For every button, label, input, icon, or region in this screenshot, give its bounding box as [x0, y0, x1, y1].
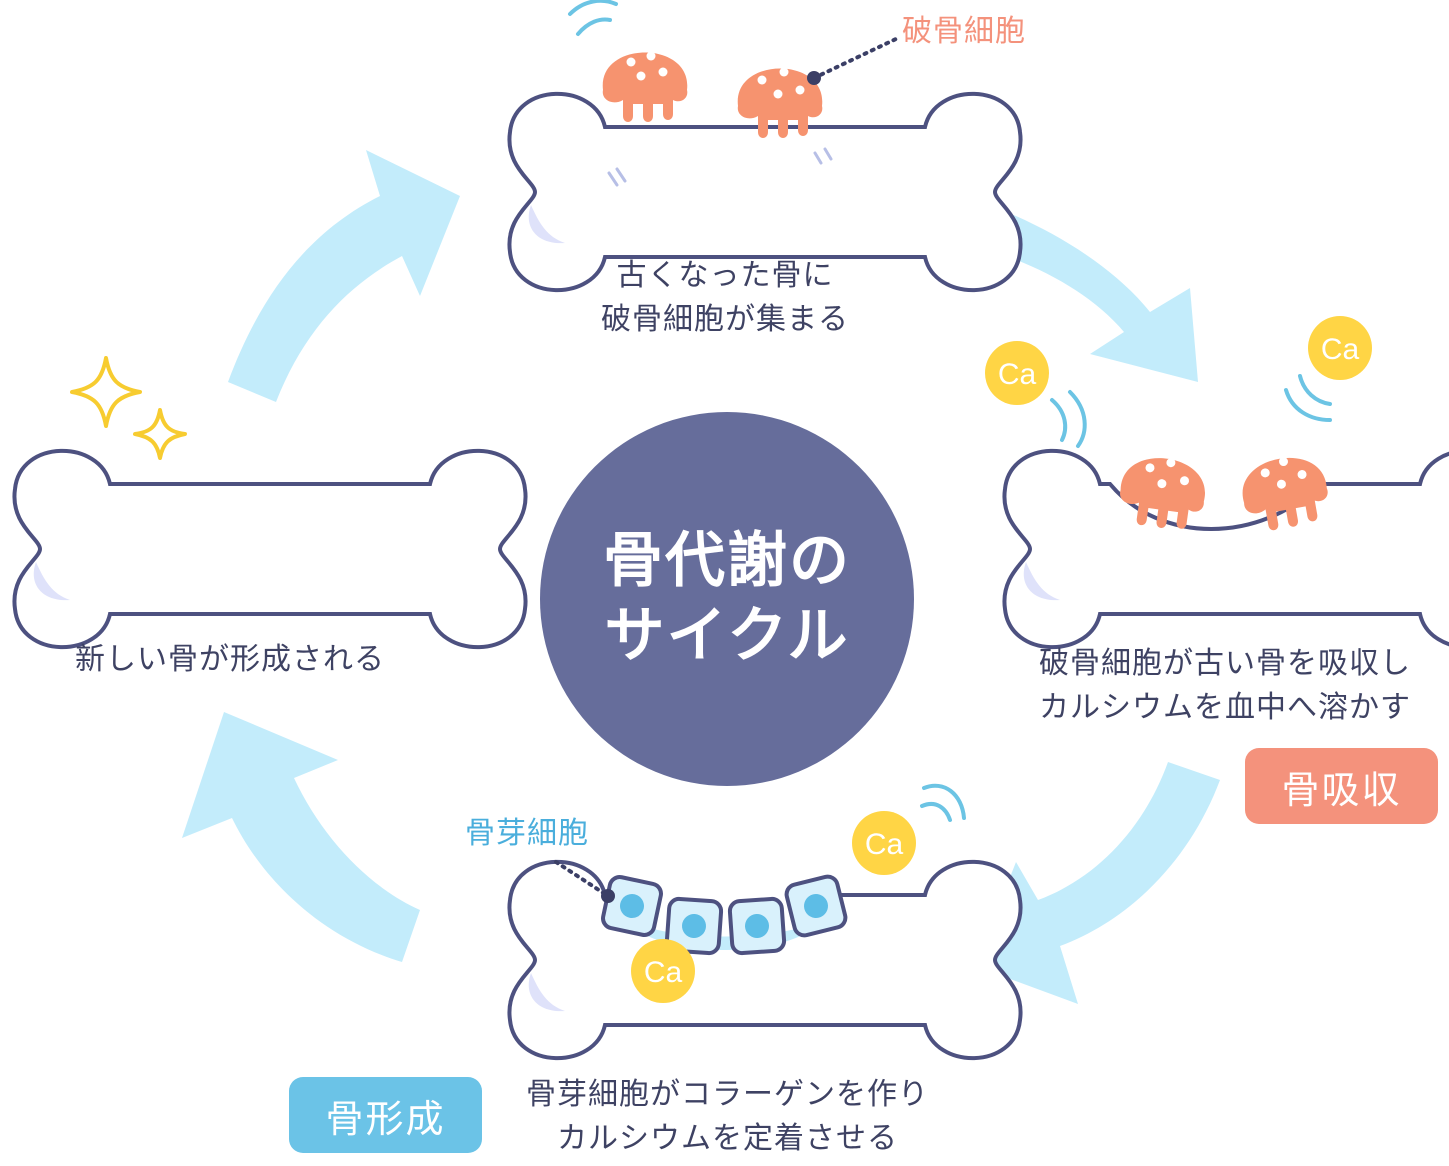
- caption-right: 破骨細胞が古い骨を吸収し カルシウムを血中へ溶かす: [1005, 642, 1445, 729]
- sparkle-icon-large: [70, 356, 142, 428]
- caption-right-line1: 破骨細胞が古い骨を吸収し: [1039, 646, 1411, 681]
- svg-text:Ca: Ca: [644, 956, 683, 989]
- caption-bottom: 骨芽細胞がコラーゲンを作り カルシウムを定着させる: [495, 1073, 960, 1160]
- caption-right-line2: カルシウムを血中へ溶かす: [1039, 689, 1411, 725]
- osteoclast-top-2: [737, 67, 823, 138]
- calcium-ion-right-2: Ca: [1308, 316, 1372, 380]
- bone-right: [1002, 448, 1449, 650]
- caption-top-line1: 古くなった骨に: [616, 258, 834, 293]
- cycle-title: 骨代謝の サイクル: [540, 412, 914, 786]
- bone-left: [12, 448, 528, 650]
- osteoclast-label: 破骨細胞: [902, 14, 1026, 49]
- cycle-arrow-bottom-to-left: [182, 712, 420, 962]
- osteoblast-2: [664, 896, 724, 956]
- osteoblast-label: 骨芽細胞: [465, 816, 589, 851]
- svg-text:Ca: Ca: [1321, 333, 1360, 366]
- caption-bottom-line1: 骨芽細胞がコラーゲンを作り: [526, 1077, 929, 1112]
- calcium-ion-right-1: Ca: [985, 341, 1049, 405]
- osteoblast-3: [727, 896, 787, 956]
- osteoblast-4: [784, 874, 848, 938]
- cycle-arrow-right-to-bottom: [975, 762, 1220, 1004]
- caption-bottom-line2: カルシウムを定着させる: [557, 1120, 898, 1156]
- bone-resorption-badge: 骨吸収: [1245, 748, 1438, 824]
- caption-left-line1: 新しい骨が形成される: [75, 642, 385, 677]
- cycle-arrow-top-to-right: [975, 200, 1198, 382]
- calcium-ion-bottom-1: Ca: [852, 811, 916, 875]
- osteoblast-pointer: [554, 860, 615, 903]
- caption-top: 古くなった骨に 破骨細胞が集まる: [575, 254, 875, 341]
- bone-formation-badge: 骨形成: [289, 1077, 482, 1153]
- osteoclast-right-2: [1237, 451, 1333, 535]
- cycle-title-line1: 骨代謝の: [603, 526, 851, 596]
- svg-text:Ca: Ca: [865, 828, 904, 861]
- caption-left: 新しい骨が形成される: [40, 638, 420, 682]
- osteoclast-right-1: [1115, 452, 1210, 534]
- caption-top-line2: 破骨細胞が集まる: [601, 301, 849, 337]
- osteoblast-1: [601, 875, 663, 937]
- calcium-ion-bottom-2: Ca: [631, 939, 695, 1003]
- osteoclast-pointer: [807, 36, 900, 85]
- motion-lines-right: [1050, 374, 1332, 448]
- motion-lines-top: [568, 0, 618, 36]
- svg-text:Ca: Ca: [998, 358, 1037, 391]
- bone-bottom: [507, 859, 1023, 1061]
- bone-top: [507, 91, 1023, 293]
- osteoclast-top-1: [602, 51, 688, 122]
- sparkle-icon-small: [133, 408, 187, 460]
- cycle-title-line2: サイクル: [604, 601, 850, 671]
- cycle-arrow-left-to-top: [228, 150, 460, 402]
- motion-lines-bottom: [920, 783, 966, 822]
